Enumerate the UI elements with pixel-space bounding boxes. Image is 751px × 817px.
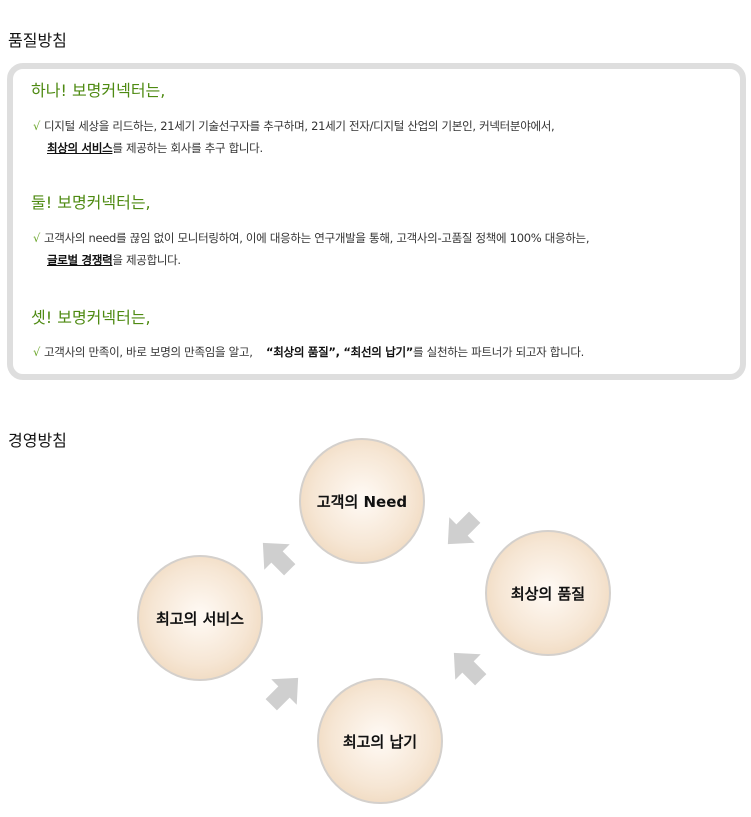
section-text: √고객사의 need를 끊임 없이 모니터링하여, 이에 대응하는 연구개발을 … bbox=[33, 231, 590, 267]
section-text: √고객사의 만족이, 바로 보명의 만족임을 알고, “최상의 품질”, “최선… bbox=[33, 345, 585, 359]
quality-policy-box: 하나! 보명커넥터는, √디지털 세상을 리드하는, 21세기 기술선구자를 추… bbox=[7, 63, 746, 380]
management-policy-title: 경영방침 bbox=[8, 431, 67, 450]
check-icon: √ bbox=[33, 119, 41, 133]
quality-policy-title: 품질방침 bbox=[8, 31, 67, 50]
section-heading: 둘! 보명커넥터는, bbox=[31, 193, 151, 212]
check-icon: √ bbox=[33, 231, 41, 245]
check-icon: √ bbox=[33, 345, 41, 359]
arrow-icon bbox=[265, 677, 299, 711]
cycle-node-best-delivery: 최고의 납기 bbox=[317, 678, 443, 804]
cycle-node-best-service: 최고의 서비스 bbox=[137, 555, 263, 681]
section-heading: 하나! 보명커넥터는, bbox=[31, 81, 166, 100]
arrow-icon bbox=[447, 511, 481, 545]
arrow-icon bbox=[453, 652, 487, 686]
cycle-node-customer-need: 고객의 Need bbox=[299, 438, 425, 564]
section-text: √디지털 세상을 리드하는, 21세기 기술선구자를 추구하며, 21세기 전자… bbox=[33, 119, 555, 155]
arrow-icon bbox=[262, 542, 296, 576]
cycle-node-best-quality: 최상의 품질 bbox=[485, 530, 611, 656]
section-heading: 셋! 보명커넥터는, bbox=[31, 308, 151, 327]
